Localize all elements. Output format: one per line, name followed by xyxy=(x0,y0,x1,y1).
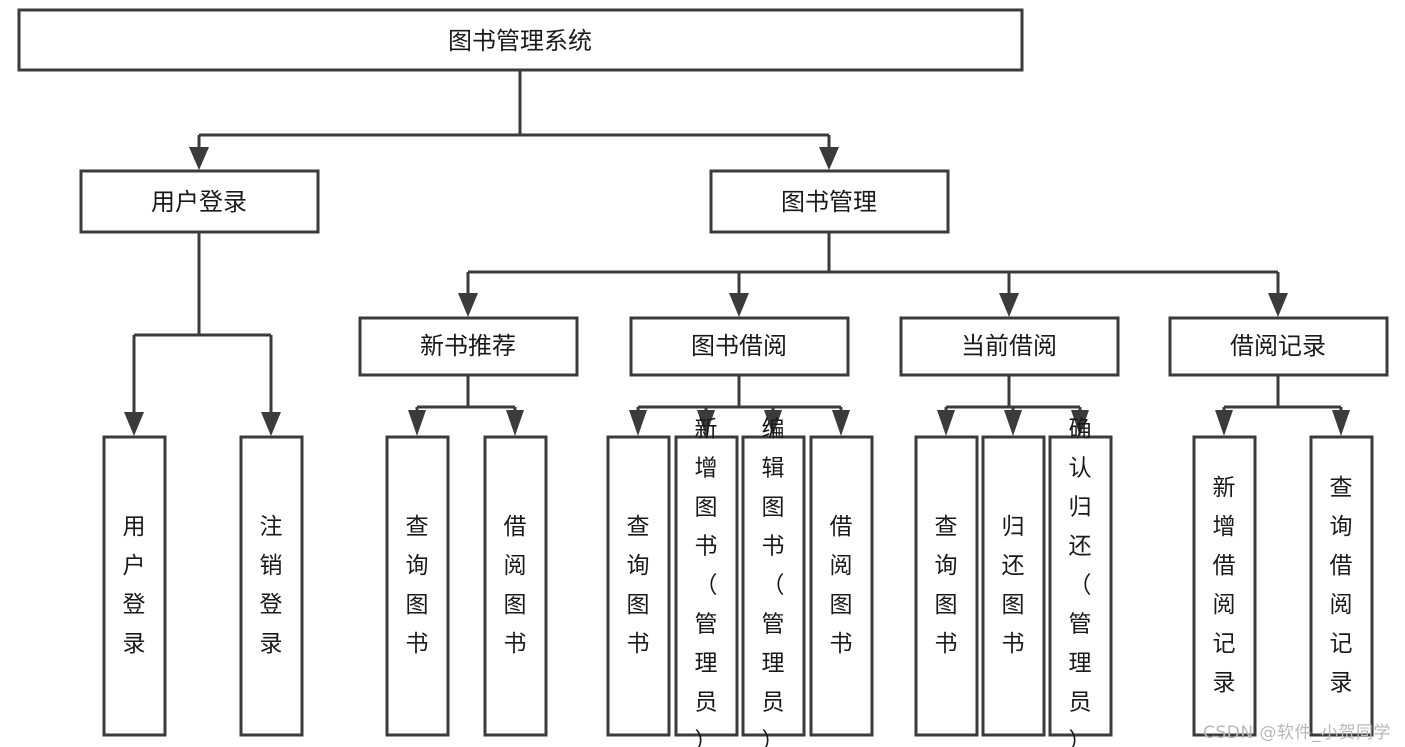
node-box-leaf-add-book[interactable] xyxy=(674,435,739,737)
leaf-node-borrow-book-2[interactable]: 借阅图书 xyxy=(809,435,874,737)
node-label-leaf-user-logout: 注销登录 xyxy=(260,514,283,657)
node-box-new-book-recommend[interactable] xyxy=(358,316,579,377)
node-box-user-login[interactable] xyxy=(79,169,320,234)
arrow-head-icon xyxy=(261,412,281,436)
node-box-leaf-return-book[interactable] xyxy=(981,435,1046,737)
node-box-leaf-user-login[interactable] xyxy=(102,435,167,737)
leaf-node-edit-book[interactable]: 编辑图书（管理员） xyxy=(741,417,806,747)
connector-group-root xyxy=(189,70,839,170)
connector-group-user-login xyxy=(124,232,281,436)
leaf-node-add-book[interactable]: 新增图书（管理员） xyxy=(674,417,739,747)
arrow-head-icon xyxy=(999,293,1019,317)
connector-group-current-borrow xyxy=(937,375,1089,436)
node-label-borrow-record: 借阅记录 xyxy=(1230,332,1326,360)
node-root[interactable]: 图书管理系统 xyxy=(17,8,1024,72)
node-label-book-borrow: 图书借阅 xyxy=(691,332,787,360)
node-box-leaf-edit-book[interactable] xyxy=(741,435,806,737)
leaf-node-query-book-2[interactable]: 查询图书 xyxy=(606,435,671,737)
leaf-node-borrow-book-1[interactable]: 借阅图书 xyxy=(483,435,548,737)
node-box-borrow-record[interactable] xyxy=(1168,316,1389,377)
leaf-node-query-book-1[interactable]: 查询图书 xyxy=(385,435,450,737)
node-label-leaf-user-login: 用户登录 xyxy=(123,514,146,657)
arrow-head-icon xyxy=(697,410,715,436)
connector-group-borrow-record xyxy=(1215,375,1350,436)
node-label-leaf-query-book-1: 查询图书 xyxy=(406,514,429,657)
leaf-node-confirm-return[interactable]: 确认归还（管理员） xyxy=(1048,417,1113,747)
node-label-leaf-add-record: 新增借阅记录 xyxy=(1213,475,1236,696)
node-label-leaf-query-book-2: 查询图书 xyxy=(627,514,650,657)
node-box-leaf-query-record[interactable] xyxy=(1309,435,1374,737)
arrow-head-icon xyxy=(1071,410,1089,436)
leaf-node-return-book[interactable]: 归还图书 xyxy=(981,435,1046,737)
node-box-current-borrow[interactable] xyxy=(899,316,1120,377)
node-box-leaf-borrow-book-2[interactable] xyxy=(809,435,874,737)
node-new-book-recommend[interactable]: 新书推荐 xyxy=(358,316,579,377)
leaf-node-user-login[interactable]: 用户登录 xyxy=(102,435,167,737)
node-label-leaf-return-book: 归还图书 xyxy=(1002,514,1025,657)
node-label-current-borrow: 当前借阅 xyxy=(961,332,1057,360)
arrow-head-icon xyxy=(124,412,144,436)
connector-group-new-book-recommend xyxy=(408,375,524,436)
node-label-leaf-add-book: 新增图书（管理员） xyxy=(695,417,718,747)
arrow-head-icon xyxy=(506,410,524,436)
arrow-head-icon xyxy=(729,293,749,317)
node-book-manage[interactable]: 图书管理 xyxy=(709,169,950,234)
arrow-head-icon xyxy=(937,410,955,436)
node-label-root: 图书管理系统 xyxy=(448,27,592,55)
node-box-leaf-add-record[interactable] xyxy=(1192,435,1257,737)
arrow-head-icon xyxy=(1268,293,1288,317)
arrow-head-icon xyxy=(832,410,850,436)
arrow-head-icon xyxy=(764,410,782,436)
arrow-head-icon xyxy=(189,147,209,170)
leaf-node-query-book-3[interactable]: 查询图书 xyxy=(914,435,979,737)
node-label-leaf-edit-book: 编辑图书（管理员） xyxy=(762,417,785,747)
connector-group-book-manage xyxy=(458,232,1288,317)
node-label-leaf-borrow-book-1: 借阅图书 xyxy=(504,514,527,657)
arrow-head-icon xyxy=(1004,410,1022,436)
node-label-user-login: 用户登录 xyxy=(151,188,247,216)
arrow-head-icon xyxy=(408,410,426,436)
arrow-head-icon xyxy=(819,147,839,170)
arrow-head-icon xyxy=(1215,410,1233,436)
node-box-root[interactable] xyxy=(17,8,1024,72)
node-box-leaf-user-logout[interactable] xyxy=(239,435,304,737)
node-box-leaf-query-book-2[interactable] xyxy=(606,435,671,737)
node-label-leaf-query-record: 查询借阅记录 xyxy=(1330,475,1353,696)
arrow-head-icon xyxy=(458,293,478,317)
node-box-leaf-confirm-return[interactable] xyxy=(1048,435,1113,737)
csdn-watermark: CSDN @软件_小贺同学 xyxy=(1203,723,1391,743)
node-borrow-record[interactable]: 借阅记录 xyxy=(1168,316,1389,377)
arrow-head-icon xyxy=(629,410,647,436)
node-user-login[interactable]: 用户登录 xyxy=(79,169,320,234)
node-box-book-borrow[interactable] xyxy=(629,316,850,377)
leaf-node-user-logout[interactable]: 注销登录 xyxy=(239,435,304,737)
node-label-new-book-recommend: 新书推荐 xyxy=(420,332,516,360)
node-box-leaf-borrow-book-1[interactable] xyxy=(483,435,548,737)
leaf-node-add-record[interactable]: 新增借阅记录 xyxy=(1192,435,1257,737)
arrow-head-icon xyxy=(1332,410,1350,436)
node-label-book-manage: 图书管理 xyxy=(781,188,877,216)
connector-group-book-borrow xyxy=(629,375,850,436)
node-box-book-manage[interactable] xyxy=(709,169,950,234)
node-label-leaf-confirm-return: 确认归还（管理员） xyxy=(1069,417,1092,747)
node-label-leaf-query-book-3: 查询图书 xyxy=(935,514,958,657)
leaf-node-query-record[interactable]: 查询借阅记录 xyxy=(1309,435,1374,737)
node-current-borrow[interactable]: 当前借阅 xyxy=(899,316,1120,377)
node-box-leaf-query-book-3[interactable] xyxy=(914,435,979,737)
node-book-borrow[interactable]: 图书借阅 xyxy=(629,316,850,377)
node-box-leaf-query-book-1[interactable] xyxy=(385,435,450,737)
node-label-leaf-borrow-book-2: 借阅图书 xyxy=(830,514,853,657)
